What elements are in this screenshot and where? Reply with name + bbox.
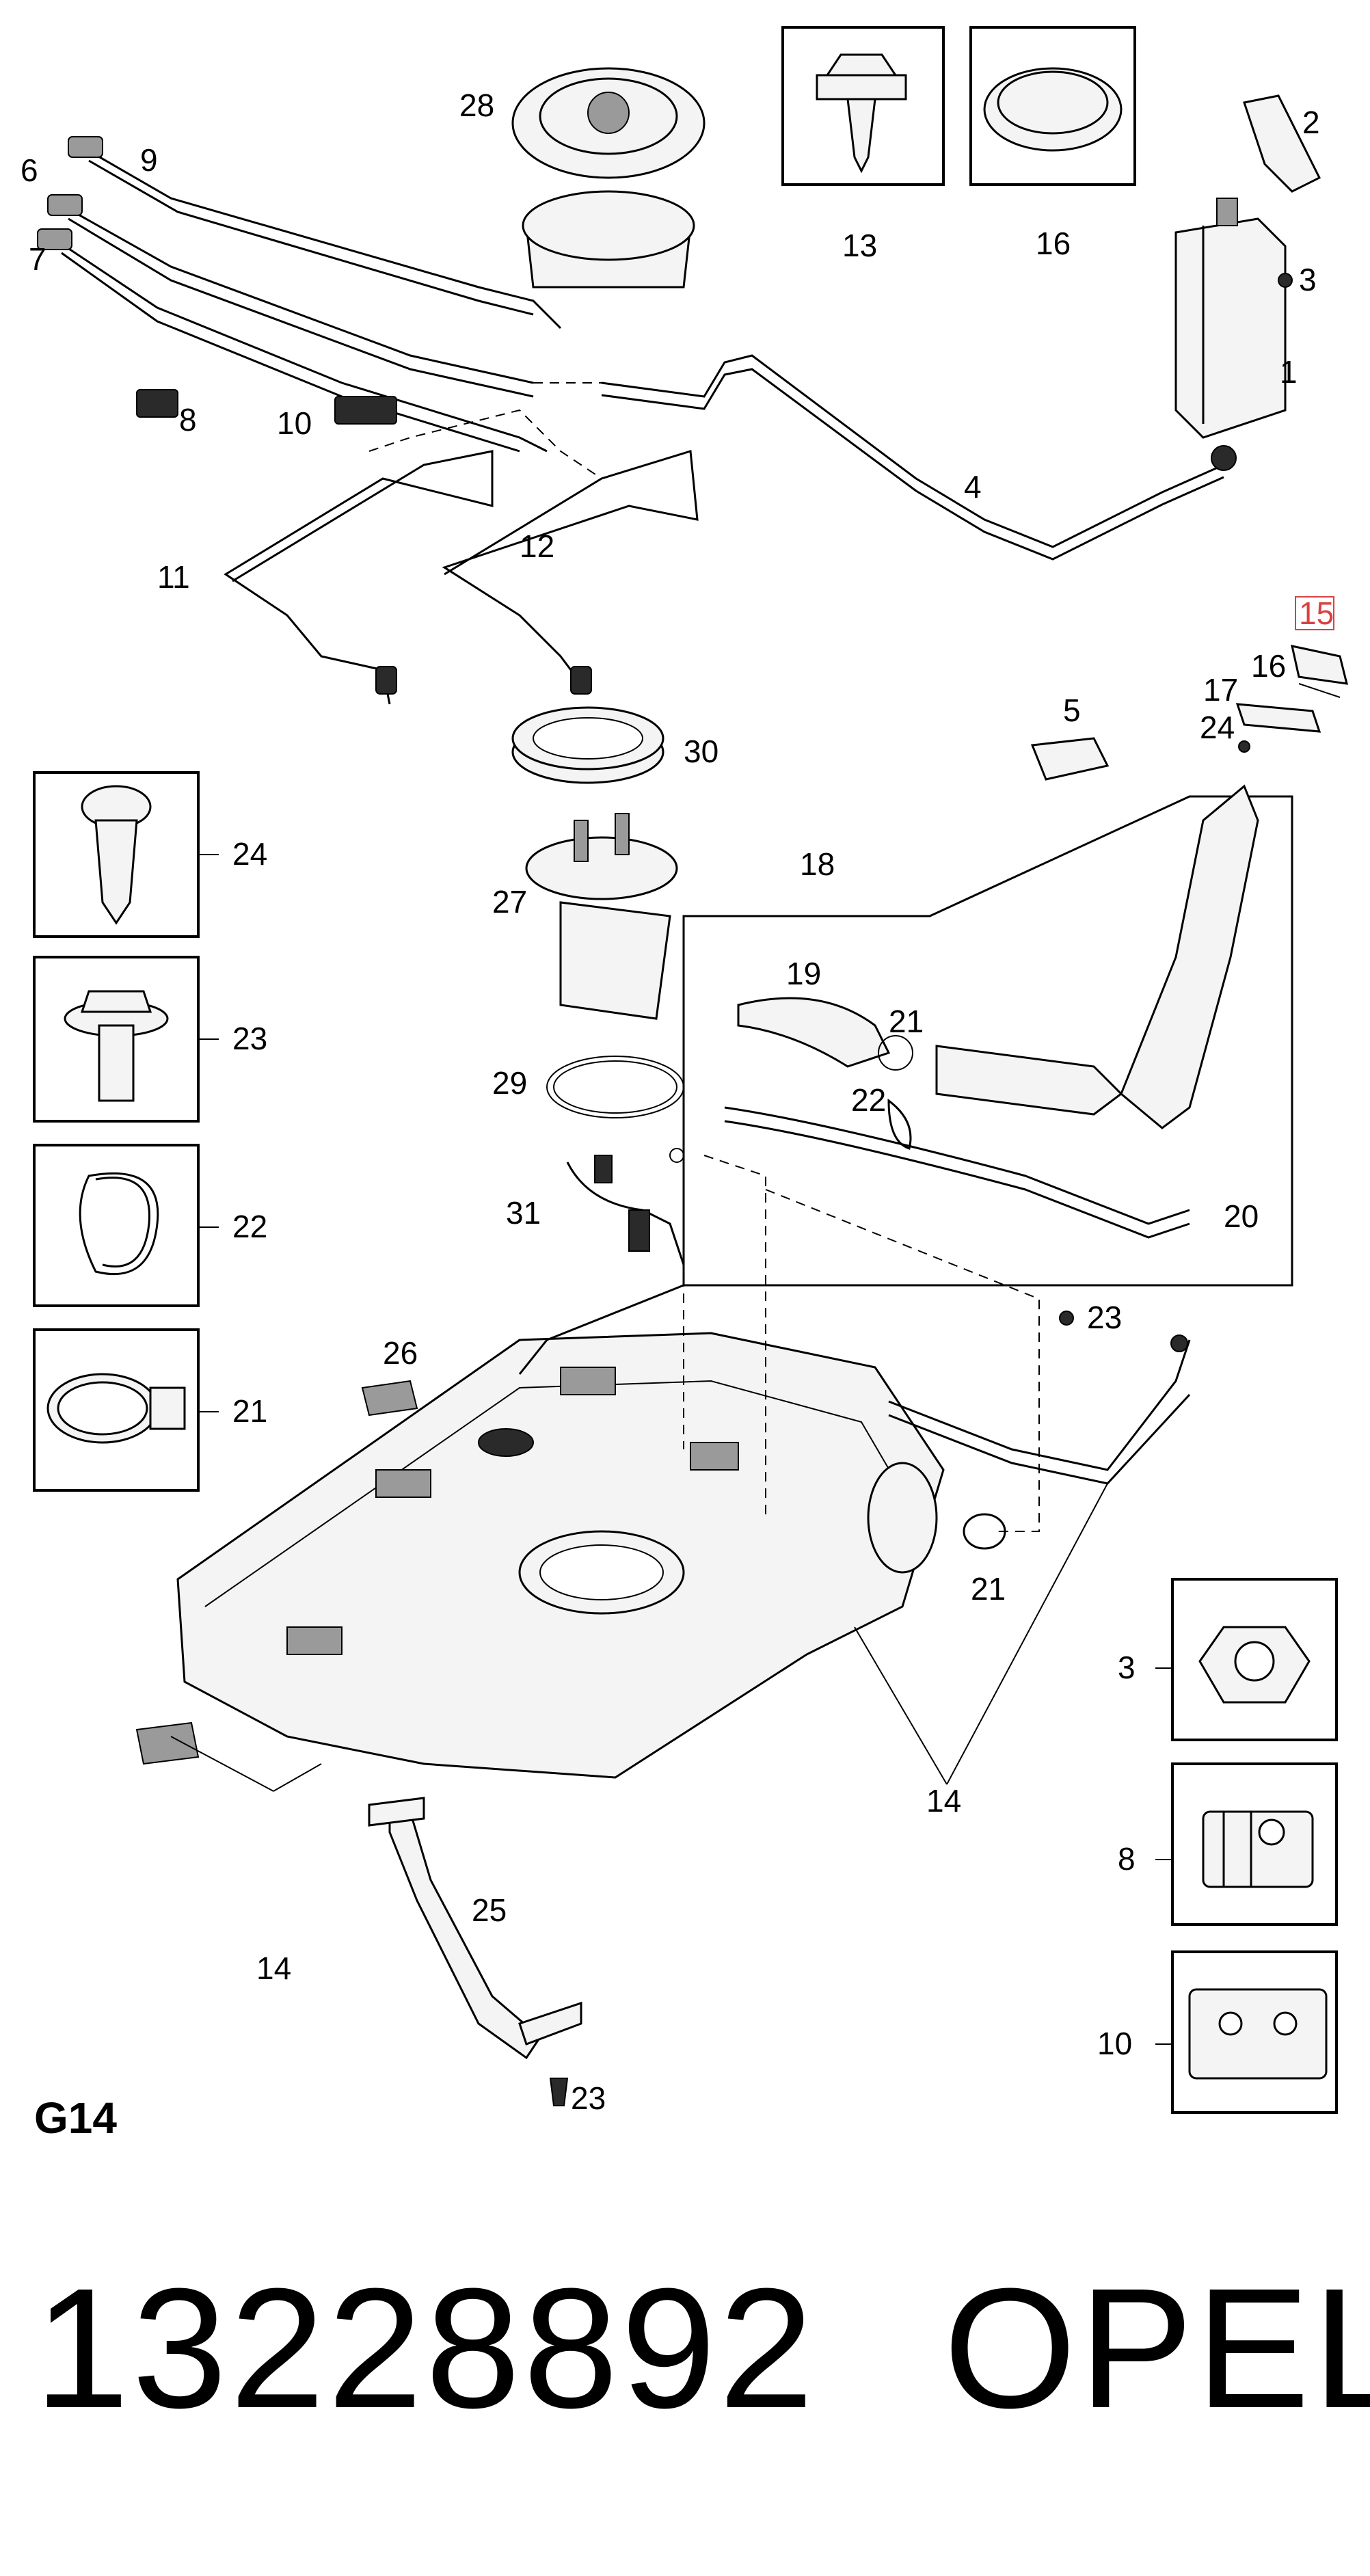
bracket-5 (1030, 737, 1110, 781)
part-number: 13228892 (34, 2253, 817, 2443)
callout-19: 19 (786, 956, 821, 991)
callout-3-top: 3 (1299, 262, 1317, 297)
clip-10-small (334, 396, 397, 425)
brand-name: OPEL (943, 2253, 1370, 2443)
callout-21-tank: 21 (971, 1571, 1006, 1607)
bracket-2 (1243, 94, 1321, 193)
callout-1: 1 (1280, 354, 1298, 390)
callout-26: 26 (383, 1335, 418, 1371)
callout-16-top: 16 (1036, 226, 1071, 261)
nut-3-box (1171, 1578, 1338, 1741)
screw-24-box (33, 771, 200, 938)
callout-14-left: 14 (256, 1950, 291, 1986)
clip-8-box (1171, 1762, 1338, 1926)
section-code: G14 (34, 2093, 117, 2143)
cover-28 (511, 67, 706, 289)
callout-11: 11 (157, 559, 190, 595)
strap-25 (368, 1797, 582, 2106)
seal-16-box (969, 26, 1136, 186)
seal-16-small (1298, 683, 1341, 698)
callout-25: 25 (472, 1892, 507, 1928)
callout-6: 6 (21, 152, 38, 188)
filler-group-18 (682, 784, 1293, 1287)
leader-lines (170, 854, 1172, 2045)
callout-27: 27 (492, 884, 527, 920)
seal-29 (546, 1056, 684, 1118)
bolt-23-box (33, 956, 200, 1123)
callout-5: 5 (1063, 693, 1081, 728)
callout-9: 9 (140, 142, 158, 178)
sensor-31 (566, 1148, 685, 1265)
screw-24-small (1238, 740, 1250, 753)
fuel-lines-6-7-9 (37, 136, 562, 453)
callout-7: 7 (29, 241, 46, 277)
callout-24-box: 24 (232, 836, 267, 872)
callout-21-filler: 21 (889, 1004, 924, 1039)
callouts: 1 2 3 4 5 6 7 8 9 10 11 12 13 14 14 15 1… (21, 88, 1334, 2116)
callout-23-filler: 23 (1087, 1300, 1122, 1335)
callout-17: 17 (1203, 672, 1238, 708)
callout-29: 29 (492, 1065, 527, 1101)
callout-20: 20 (1224, 1198, 1259, 1234)
callout-22-filler: 22 (851, 1082, 886, 1118)
fuel-line-4 (533, 354, 1224, 561)
callout-24-small: 24 (1200, 710, 1235, 745)
assembly-lines (683, 1155, 1040, 1532)
callout-12: 12 (520, 528, 554, 564)
canister-1 (1174, 198, 1287, 471)
lock-ring-30 (511, 706, 664, 784)
callout-4: 4 (964, 469, 982, 505)
callout-31: 31 (506, 1195, 541, 1231)
pad-26 (361, 1380, 418, 1417)
fuel-lines-11-12 (224, 409, 699, 705)
strap-22-box (33, 1144, 200, 1307)
callout-22-box: 22 (232, 1209, 267, 1244)
flap-15 (1291, 645, 1348, 685)
housing-17 (1235, 703, 1321, 733)
callout-28: 28 (459, 88, 494, 123)
callout-21-box: 21 (232, 1393, 267, 1429)
fuel-pump-27 (525, 813, 678, 1020)
callout-23-box: 23 (232, 1021, 267, 1056)
callout-23-bottom: 23 (571, 2080, 606, 2116)
clamp-21-box (33, 1328, 200, 1492)
callout-30: 30 (684, 734, 718, 769)
callout-2: 2 (1302, 105, 1320, 140)
callout-8-box: 8 (1118, 1841, 1136, 1877)
callout-10-box: 10 (1097, 2026, 1132, 2061)
callout-16-small: 16 (1251, 648, 1286, 684)
callout-3-box: 3 (1118, 1650, 1136, 1685)
clip-10-box (1171, 1950, 1338, 2114)
callout-10-small: 10 (277, 405, 312, 441)
bolt-13-box (781, 26, 945, 186)
callout-15-highlighted: 15 (1299, 595, 1334, 631)
nut-3-small (1278, 273, 1293, 288)
callout-14-right: 14 (926, 1783, 961, 1819)
bolt-23-small-a (1059, 1311, 1074, 1326)
fuel-tank-14 (176, 1284, 1191, 1779)
clip-8-small (136, 389, 178, 418)
pad-14 (135, 1721, 200, 1765)
callout-8-small: 8 (179, 402, 197, 438)
callout-18: 18 (800, 846, 835, 882)
callout-13: 13 (842, 228, 877, 263)
